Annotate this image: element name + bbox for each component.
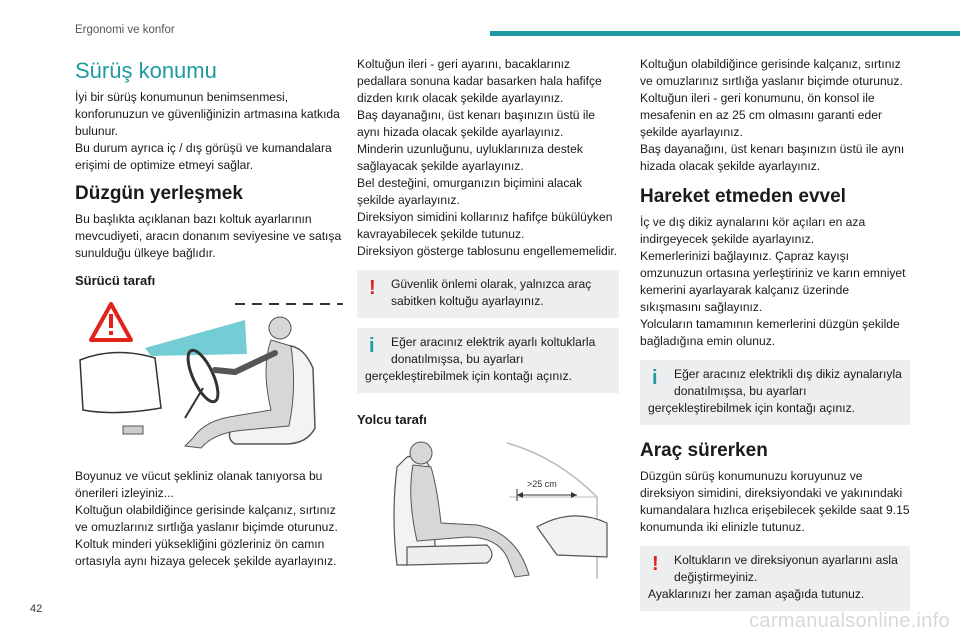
seat-adjust-paragraph-2: Baş dayanağını, üst kenarı başınızın üst… bbox=[357, 108, 595, 139]
seat-adjust-paragraph-4: Bel desteğini, omurganızın biçimini alac… bbox=[357, 176, 583, 207]
seat-cushion bbox=[406, 544, 493, 566]
driver-body bbox=[183, 339, 295, 449]
passenger-paragraph-1: Koltuğun olabildiğince gerisinde kalçanı… bbox=[640, 57, 903, 88]
info-icon: i bbox=[369, 335, 375, 357]
passenger-position-figure: >25 cm bbox=[357, 437, 619, 579]
warning-exclamation-icon: ! bbox=[369, 277, 376, 299]
warning-triangle-icon bbox=[89, 302, 133, 342]
dashboard bbox=[536, 515, 608, 558]
passenger-head bbox=[409, 441, 433, 465]
steering-wheel bbox=[186, 348, 220, 404]
note-text-continued: gerçekleştirebilmek için kontağı açınız. bbox=[365, 369, 573, 383]
intro-paragraph-2: Bu durum ayrıca iç / dış görüşü ve kuman… bbox=[75, 141, 332, 172]
header-accent-bar bbox=[490, 31, 960, 36]
warning-exclamation-icon: ! bbox=[652, 553, 659, 575]
page-title: Sürüş konumu bbox=[75, 58, 217, 83]
warning-note-seat: ! Güvenlik önlemi olarak, yalnızca araç … bbox=[357, 270, 619, 318]
passenger-paragraph-2: Koltuğun ileri - geri konumunu, ön konso… bbox=[640, 91, 883, 139]
note-text: Eğer aracınız elektrikli dış dikiz aynal… bbox=[674, 367, 902, 398]
heading-arac-surerken: Araç sürerken bbox=[640, 440, 768, 461]
seat-adjust-paragraph-6: Direksiyon gösterge tablosunu engellemem… bbox=[357, 244, 618, 258]
before-driving-paragraph-3: Yolcuların tamamının kemerlerini düzgün … bbox=[640, 317, 900, 348]
passenger-paragraph-3: Baş dayanağını, üst kenarı başınızın üst… bbox=[640, 142, 905, 173]
seat-adjust-paragraph-3: Minderin uzunluğunu, uyluklarınıza deste… bbox=[357, 142, 583, 173]
sight-beam bbox=[145, 320, 247, 356]
note-text: Koltukların ve direksiyonun ayarlarını a… bbox=[674, 553, 898, 584]
info-note-electric-seat: i Eğer aracınız elektrik ayarlı koltukla… bbox=[357, 328, 619, 393]
note-text: Güvenlik önlemi olarak, yalnızca araç sa… bbox=[391, 277, 592, 308]
note-text-continued: gerçekleştirebilmek için kontağı açınız. bbox=[648, 401, 856, 415]
after-figure-paragraph-3: Koltuk minderi yüksekliğini gözleriniz ö… bbox=[75, 537, 337, 568]
driver-illustration bbox=[79, 302, 343, 449]
driver-position-figure bbox=[75, 298, 343, 456]
pedal bbox=[122, 425, 144, 435]
passenger-illustration: >25 cm bbox=[393, 441, 608, 579]
heading-surucu-tarafi: Sürücü tarafı bbox=[75, 273, 156, 288]
column-1: Sürüş konumu İyi bir sürüş konumunun ben… bbox=[75, 56, 343, 570]
column-2: Koltuğun ileri - geri ayarını, bacakları… bbox=[357, 56, 619, 591]
distance-label: >25 cm bbox=[527, 479, 557, 489]
warning-note-driving: ! Koltukların ve direksiyonun ayarlarını… bbox=[640, 546, 910, 611]
column-3: Koltuğun olabildiğince gerisinde kalçanı… bbox=[640, 56, 910, 621]
seat-adjust-paragraph-5: Direksiyon simidini kollarınız hafifçe b… bbox=[357, 210, 613, 241]
before-driving-paragraph-1: İç ve dış dikiz aynalarını kör açıları e… bbox=[640, 215, 866, 246]
after-figure-paragraph-2: Koltuğun olabildiğince gerisinde kalçanı… bbox=[75, 503, 338, 534]
info-note-electric-mirrors: i Eğer aracınız elektrikli dış dikiz ayn… bbox=[640, 360, 910, 425]
watermark: carmanualsonline.info bbox=[749, 610, 950, 632]
page-number: 42 bbox=[30, 603, 43, 615]
note-text-continued: Ayaklarınızı her zaman aşağıda tutunuz. bbox=[648, 587, 865, 601]
driver-head bbox=[268, 316, 292, 340]
intro-paragraph-1: İyi bir sürüş konumunun benimsenmesi, ko… bbox=[75, 90, 340, 138]
note-text: Eğer aracınız elektrik ayarlı koltuklarl… bbox=[391, 335, 596, 366]
while-driving-paragraph: Düzgün sürüş konumunuzu koruyunuz ve dir… bbox=[640, 469, 910, 534]
driver-arm bbox=[212, 350, 278, 376]
dashboard bbox=[79, 351, 162, 414]
door-frame bbox=[506, 442, 598, 579]
heading-hareket-etmeden-evvel: Hareket etmeden evvel bbox=[640, 186, 846, 207]
passenger-body bbox=[410, 464, 530, 578]
after-figure-paragraph-1: Boyunuz ve vücut şekliniz olanak tanıyor… bbox=[75, 469, 323, 500]
section-header: Ergonomi ve konfor bbox=[75, 24, 175, 36]
seat-adjust-paragraph-1: Koltuğun ileri - geri ayarını, bacakları… bbox=[357, 57, 602, 105]
heading-yolcu-tarafi: Yolcu tarafı bbox=[357, 412, 427, 427]
heading-duzgun-yerlesmek: Düzgün yerleşmek bbox=[75, 183, 243, 204]
availability-paragraph: Bu başlıkta açıklanan bazı koltuk ayarla… bbox=[75, 212, 342, 260]
before-driving-paragraph-2: Kemerlerinizi bağlayınız. Çapraz kayışı … bbox=[640, 249, 906, 314]
info-icon: i bbox=[652, 367, 658, 389]
